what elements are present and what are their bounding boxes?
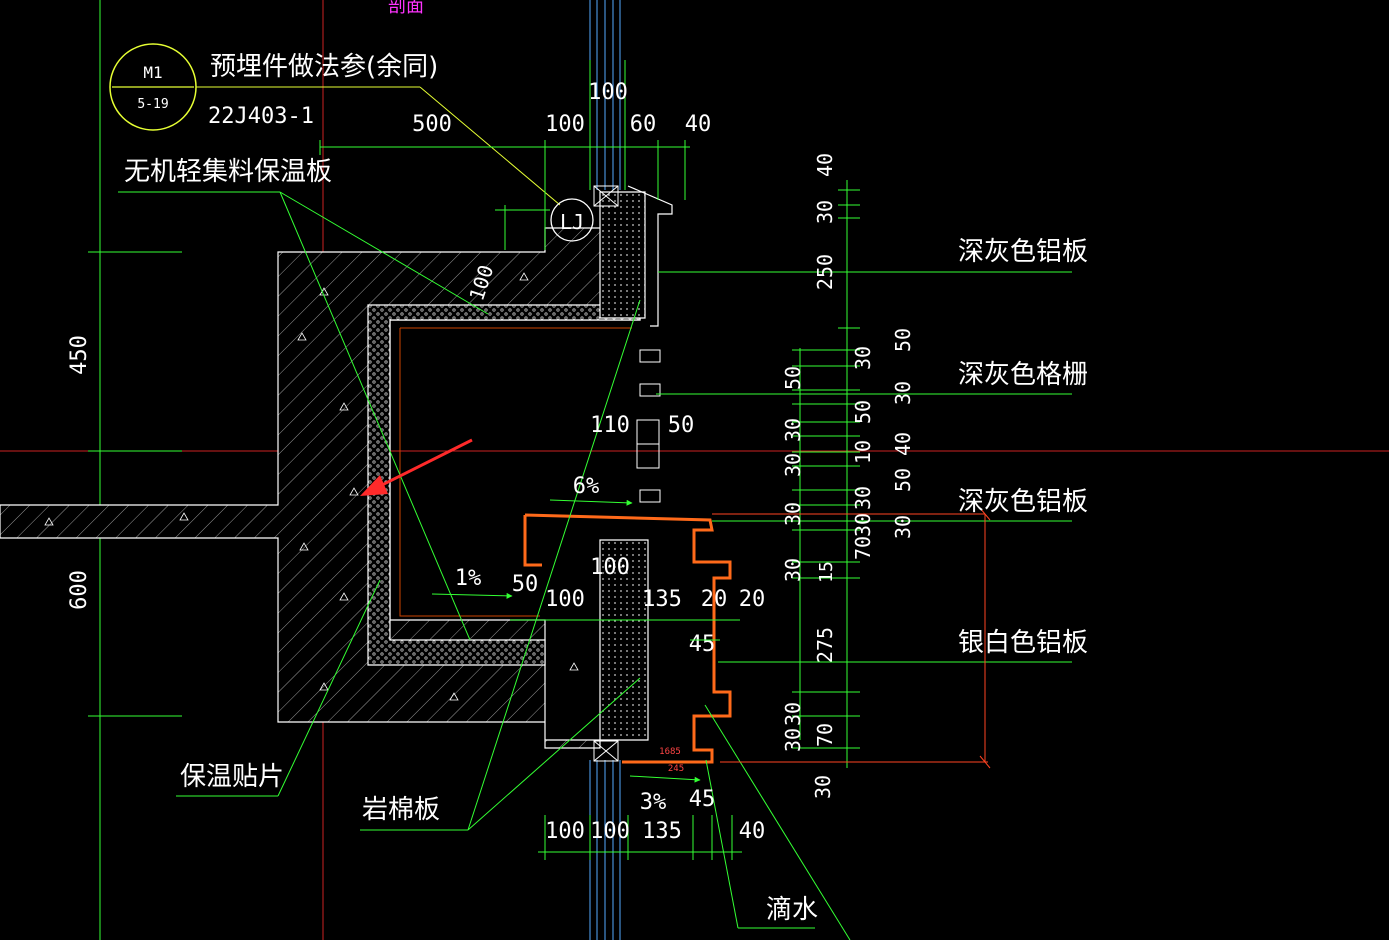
dim-r3-30-b: 30 [891,515,915,539]
callout-standard: 22J403-1 [208,104,314,129]
dim-r1-30-a: 30 [781,418,805,442]
dim-45-b: 45 [689,787,716,812]
dim-110: 110 [590,413,630,438]
red-arrow-annotation [360,438,473,496]
slope-6-arrow [549,499,633,506]
concrete-structure [0,191,649,749]
glass-frame-top [593,185,619,762]
dim-r1-30-f: 30 [811,775,835,799]
dim-100-d: 100 [590,555,630,580]
label-dark-gray-panel-2: 深灰色铝板 [958,487,1088,517]
label-dark-gray-grille: 深灰色格栅 [958,360,1088,390]
top-dimension-chain [319,60,690,250]
right-dimension-chains [792,180,860,768]
embed-circle [550,198,594,242]
grille-slats [636,349,661,503]
dim-135-a: 135 [642,587,682,612]
dim-245: 245 [668,764,684,774]
dim-bottom-40: 40 [739,819,766,844]
label-insulation-board: 无机轻集料保温板 [124,157,332,187]
dim-r1-30-b: 30 [781,453,805,477]
dim-r2-30-d: 30 [781,728,805,752]
dim-top-500: 500 [412,112,452,137]
detail-callout: M1 5-19 [109,43,561,206]
dim-bottom-100-b: 100 [590,819,630,844]
mid-dimension-chain [510,619,740,641]
dim-r3-30-a: 30 [891,381,915,405]
aggregate-marks [44,272,579,701]
slope-3-arrow [629,775,701,783]
label-drip: 滴水 [766,895,818,925]
dim-r2-30-b: 30 [851,346,875,370]
dim-r2-30-a: 30 [813,200,837,224]
dim-450: 450 [67,335,92,375]
dim-r2-70-b: 70 [813,723,837,747]
callout-label: 预埋件做法参(余同) [210,52,438,82]
dim-600: 600 [67,570,92,610]
dim-45-a: 45 [689,632,716,657]
label-dark-gray-panel-1: 深灰色铝板 [958,237,1088,267]
bottom-dimension-chain [538,815,742,860]
dim-20-b: 20 [739,587,766,612]
callout-id: M1 [143,63,162,82]
slope-6: 6% [573,474,600,499]
leader-lines [118,191,1072,940]
grid-axis-lines [88,0,182,940]
dim-r2-50: 50 [851,400,875,424]
silver-aluminium-flashing [523,513,732,764]
glass-curtain-wall [589,0,621,940]
top-fragment-text: 剖面 [388,0,424,17]
dim-r2-10: 10 [851,440,875,464]
dim-r2-250: 250 [813,254,837,290]
dim-r2-275: 275 [813,627,837,663]
dim-r3-40: 40 [891,432,915,456]
dim-50-a: 50 [668,413,695,438]
label-insulation-patch: 保温贴片 [180,762,284,792]
dim-r2-30-c: 30 [851,486,875,510]
dim-bottom-135: 135 [642,819,682,844]
label-rock-wool: 岩棉板 [362,795,440,825]
dim-top-100-b: 100 [588,80,628,105]
dim-r1-30-d: 30 [781,558,805,582]
dim-r2-70-a: 70 [851,536,875,560]
right-extent-red [712,507,991,769]
dim-top-60: 60 [630,112,657,137]
dim-bottom-100-a: 100 [545,819,585,844]
callout-ref: 5-19 [137,97,168,112]
dim-r1-30-e: 30 [781,702,805,726]
dim-100-c: 100 [545,587,585,612]
dim-r2-30-e: 30 [851,513,875,537]
slope-1: 1% [455,566,482,591]
slope-3: 3% [640,790,667,815]
dim-top-100-a: 100 [545,112,585,137]
embed-mark: LJ [560,210,584,234]
dim-top-40: 40 [685,112,712,137]
dim-r1-30-c: 30 [781,502,805,526]
top-aluminium-panel [627,185,673,327]
dim-r1-50: 50 [781,366,805,390]
dim-r3-50-a: 50 [891,328,915,352]
dim-20-a: 20 [701,587,728,612]
dim-r2-40: 40 [813,153,837,177]
cavity-outline [399,327,632,617]
slope-1-arrow [431,592,513,599]
dim-r3-50-b: 50 [891,468,915,492]
label-silver-panel: 银白色铝板 [958,628,1088,658]
dim-50-b: 50 [512,572,539,597]
dim-1685: 1685 [659,747,681,757]
dim-r2-15: 15 [816,561,837,583]
